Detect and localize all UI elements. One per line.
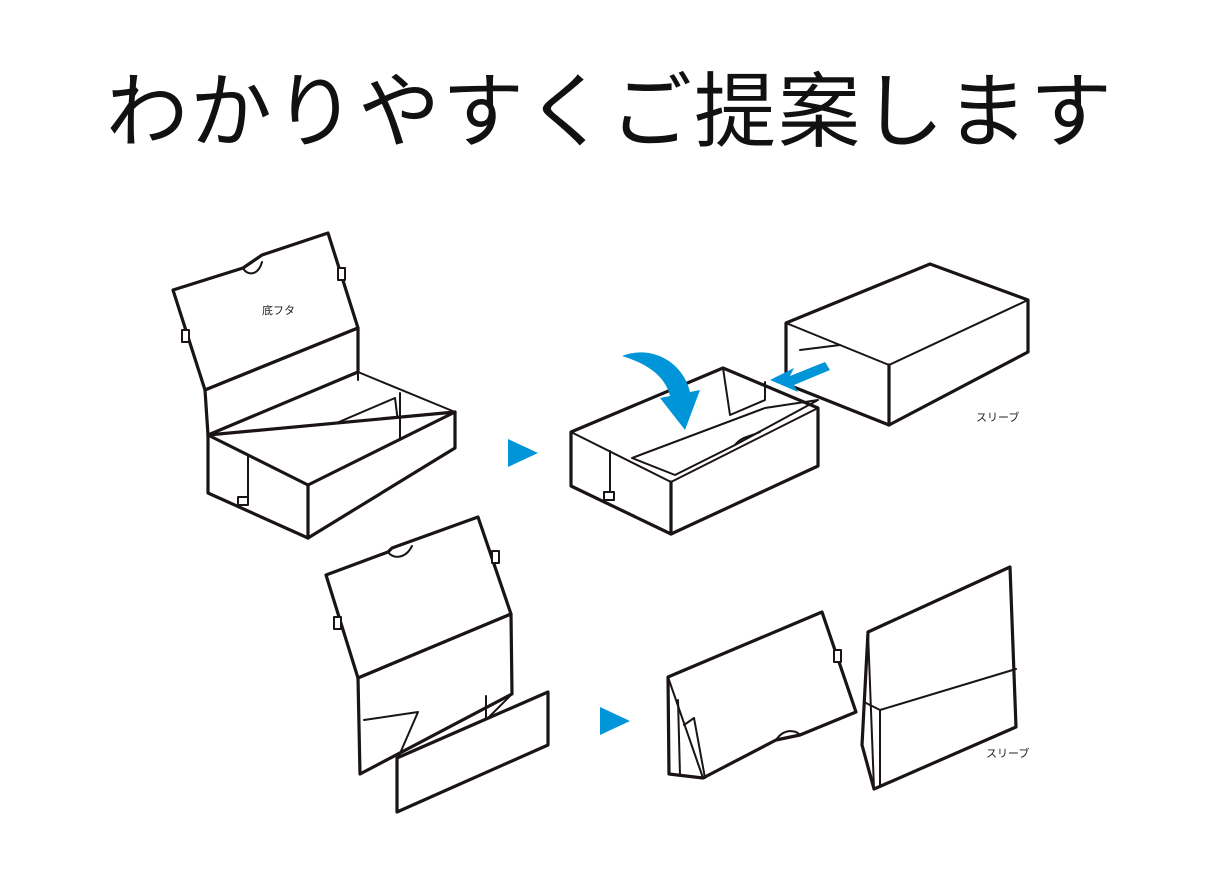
insert-arrow-curved bbox=[622, 352, 700, 430]
bottom-lid-label: 底フタ bbox=[262, 303, 295, 317]
slide-arrow bbox=[770, 362, 830, 392]
tray-box bbox=[569, 366, 820, 536]
folded-tray bbox=[666, 610, 858, 780]
next-arrow-1 bbox=[508, 439, 538, 467]
sleeve-top bbox=[784, 262, 1030, 427]
page-title: わかりやすくご提案します bbox=[105, 65, 1114, 160]
flattened-box bbox=[324, 515, 550, 814]
open-box-with-lid bbox=[171, 231, 457, 540]
next-arrow-2 bbox=[600, 707, 630, 735]
flattened-sleeve bbox=[860, 565, 1018, 791]
sleeve-label-bottom: スリーブ bbox=[986, 746, 1029, 760]
sleeve-label-top: スリーブ bbox=[976, 410, 1019, 424]
